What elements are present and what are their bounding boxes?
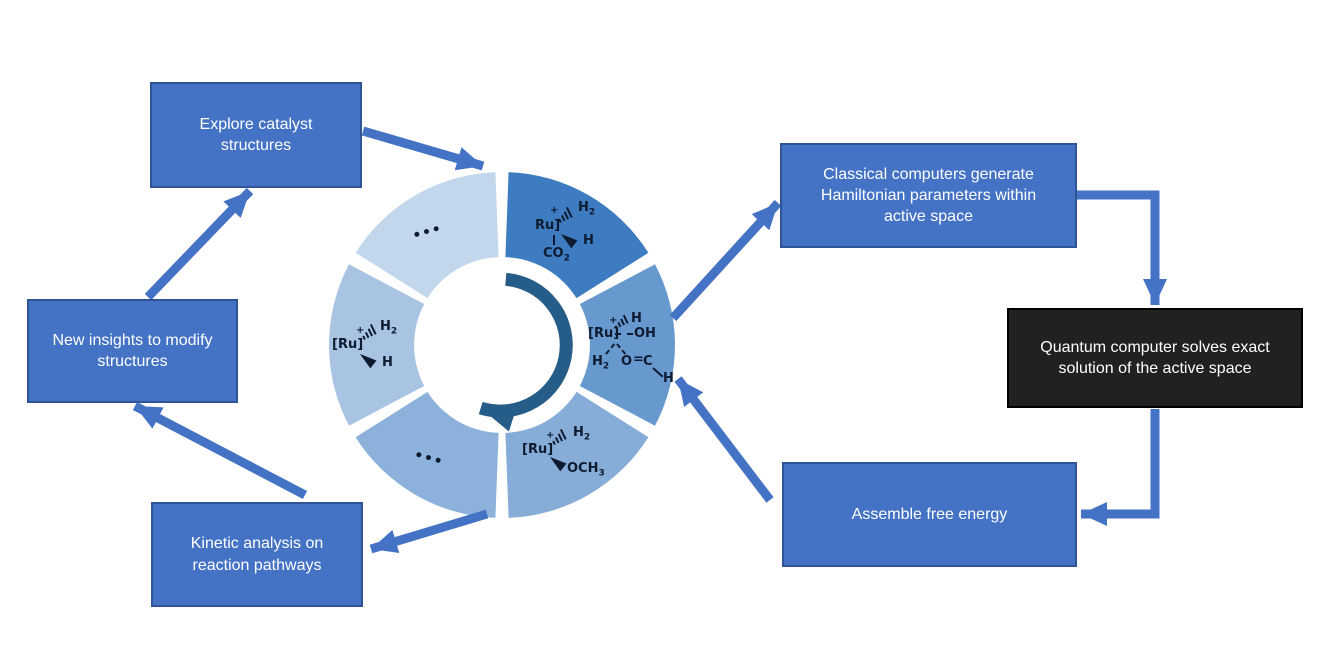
formate-o-label: O (621, 354, 633, 369)
formate-c-label: C (643, 354, 653, 369)
connector-kinetic-to-insights (132, 402, 308, 499)
dashed-bond-icon (615, 333, 633, 335)
charge-label: + (550, 205, 559, 216)
ligand-h2-label: H2 (380, 319, 398, 337)
box-explore-catalyst-structures: Explore catalyst structures (150, 82, 362, 188)
box-classical-computers: Classical computers generate Hamiltonian… (780, 143, 1077, 248)
charge-label: + (609, 315, 618, 326)
box-label: Classical computers generate Hamiltonian… (820, 165, 1037, 226)
chem-structure-ru-h2-och3: [Ru] + H2 OCH3 (520, 425, 638, 484)
single-bond-icon (553, 235, 555, 245)
box-assemble-free-energy: Assemble free energy (782, 462, 1077, 567)
cycle-rotation-arrow-icon (478, 272, 573, 432)
chem-structure-ru-h2-h: [Ru] + H2 H (330, 318, 430, 376)
ligand-h-label: H (382, 355, 393, 370)
box-label: Explore catalyst structures (199, 115, 313, 154)
box-quantum-computer: Quantum computer solves exact solution o… (1007, 308, 1303, 408)
chem-structure-ru-h2-h-co2: Ru] + H2 H CO2 (530, 200, 642, 264)
box-kinetic-analysis: Kinetic analysis on reaction pathways (151, 502, 363, 607)
dashed-bond-icon (605, 343, 616, 355)
connector-ring-to-classical (669, 199, 782, 322)
ring-segment-ru-h2-h-co2 (505, 172, 649, 299)
formate-h-label: H (663, 371, 674, 386)
ring-segment-ru-h2-h (329, 264, 425, 426)
single-bond-icon (652, 367, 664, 378)
connector-ring-to-kinetic (369, 509, 489, 554)
ligand-h2-label: H2 (592, 354, 610, 372)
connector-assemble-to-ring (674, 376, 774, 503)
charge-label: + (356, 325, 365, 336)
ring-segment-ellipsis-top (355, 172, 499, 299)
box-label: Quantum computer solves exact solution o… (1040, 338, 1270, 377)
ligand-och3-label: OCH3 (567, 461, 605, 479)
ligand-h-label: H (583, 233, 594, 248)
box-new-insights: New insights to modify structures (27, 299, 238, 403)
ligand-h2-label: H2 (573, 425, 591, 443)
connector-quantum-to-assemble (1081, 409, 1160, 526)
wedge-bond-icon (546, 453, 567, 472)
connector-classical-to-quantum (1077, 190, 1167, 305)
double-bond-label: = (633, 352, 644, 367)
metal-label: Ru] (535, 218, 561, 233)
dashed-bond-icon (616, 343, 627, 355)
box-label: New insights to modify structures (52, 331, 213, 370)
ligand-oh-label: OH (634, 326, 656, 341)
metal-label: [Ru] (522, 442, 554, 457)
ligand-co2-label: CO2 (543, 246, 570, 264)
ligand-h-label: H (631, 311, 642, 326)
charge-label: + (546, 430, 555, 441)
metal-label: [Ru] (588, 326, 620, 341)
ligand-h2-label: H2 (578, 200, 596, 218)
connector-explore-to-ring (361, 126, 485, 171)
box-label: Kinetic analysis on reaction pathways (190, 535, 324, 574)
wedge-bond-icon (356, 350, 377, 369)
ring-segment-ru-h2-och3 (505, 391, 649, 518)
box-label: Assemble free energy (851, 505, 1008, 523)
chem-structure-ru-formate: [Ru] + H OH H2 O = C H (586, 310, 716, 390)
metal-label: [Ru] (332, 337, 364, 352)
ring-segment-ru-h-oh-formate (579, 264, 675, 426)
connector-insights-to-explore (144, 187, 254, 301)
